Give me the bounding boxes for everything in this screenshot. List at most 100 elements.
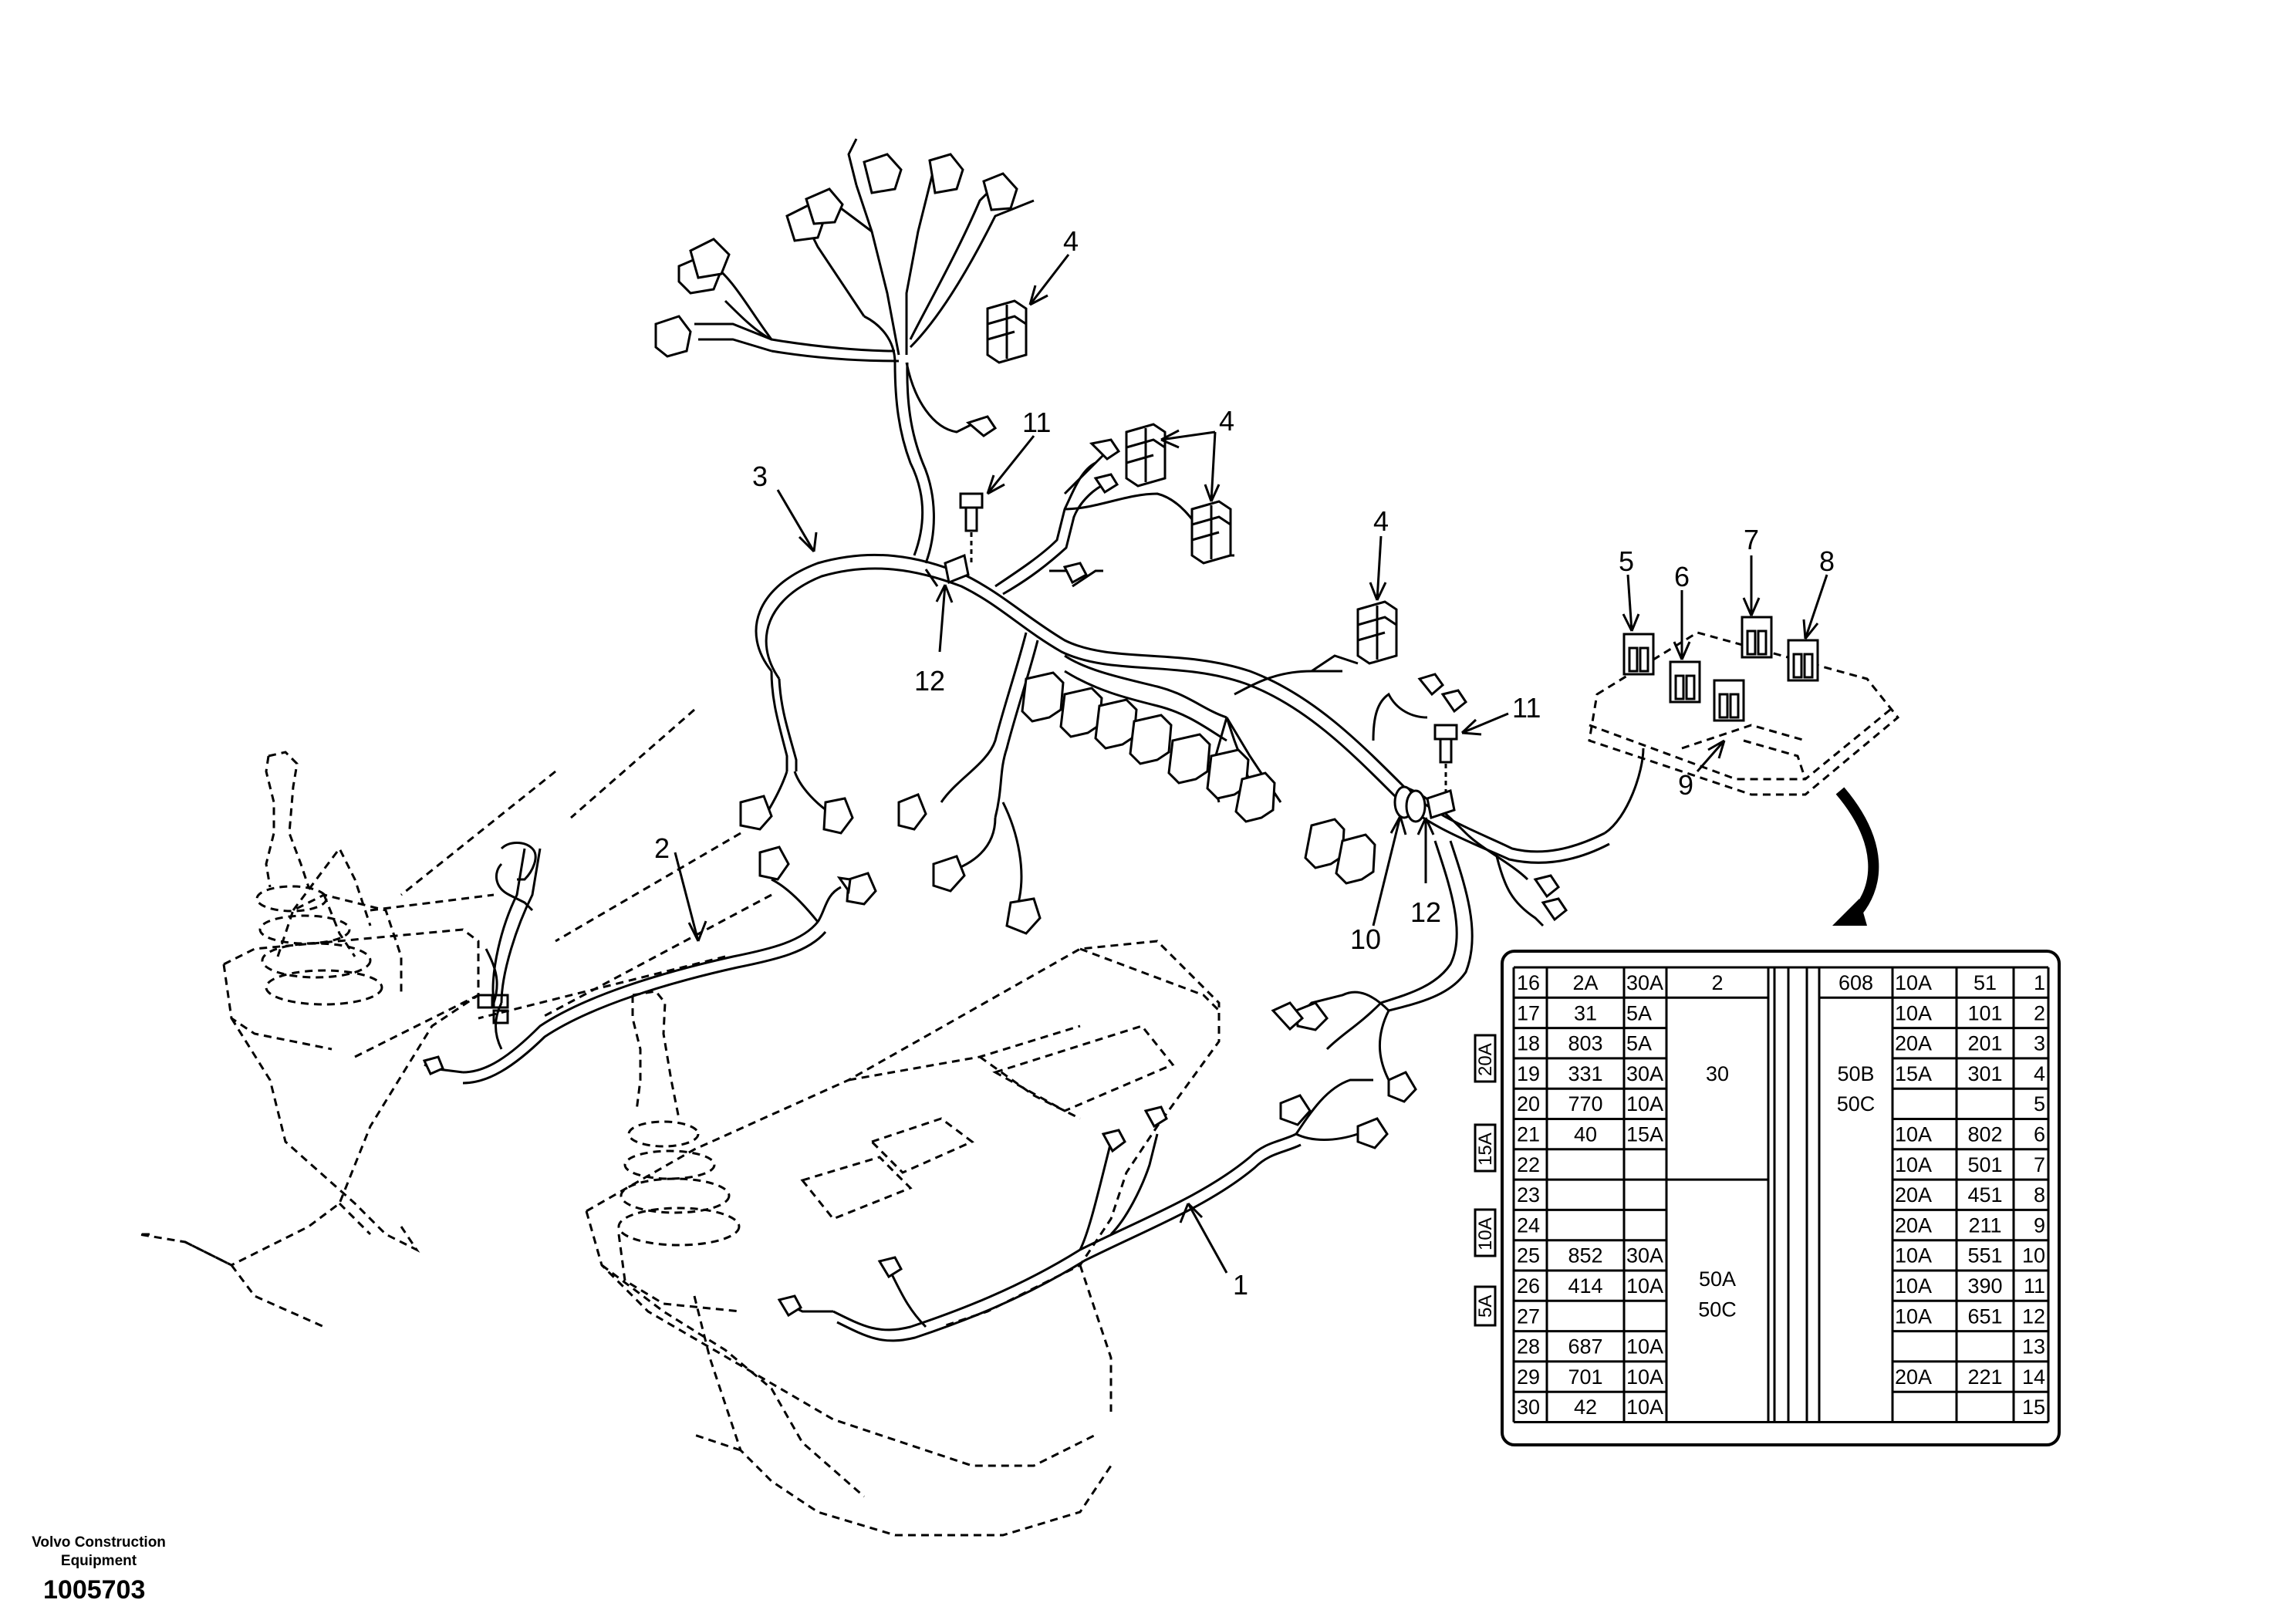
connector-plugs: [422, 153, 1568, 1318]
left-fuse-slot-number: 21: [1517, 1123, 1540, 1146]
callout-numbers: 1 2 3 4 4 4 5 6 7 8 9 10 11 11 12 12: [654, 225, 1835, 1301]
right-fuse-circuit-code: 551: [1967, 1244, 2002, 1267]
left-fuse-circuit-code: 701: [1568, 1365, 1602, 1389]
clamp-10: [1393, 785, 1427, 823]
right-fuse-circuit-code: 501: [1967, 1153, 2002, 1176]
bolt-11-upper: [959, 492, 984, 563]
left-fuse-circuit-code: 331: [1568, 1062, 1602, 1085]
left-control-console: [138, 708, 772, 1328]
clamp-12-upper: [924, 553, 970, 587]
right-fuse-amperage: 10A: [1895, 1274, 1932, 1298]
relay-low-label-2: 50C: [1698, 1298, 1737, 1321]
relay-blocks: [986, 299, 1398, 665]
left-fuse-amperage: 10A: [1626, 1092, 1663, 1115]
fuse-9: [1713, 679, 1745, 722]
fuse-7: [1741, 616, 1773, 659]
right-fuse-slot-number: 15: [2022, 1396, 2045, 1419]
left-fuse-amperage: 30A: [1626, 971, 1663, 994]
right-fuse-slot-number: 5: [2034, 1092, 2045, 1115]
left-fuse-slot-number: 20: [1517, 1092, 1540, 1115]
left-fuse-slot-number: 26: [1517, 1274, 1540, 1298]
connector-block-row: [1021, 671, 1376, 885]
right-fuse-amperage: 20A: [1895, 1183, 1932, 1207]
right-fuse-slot-number: 12: [2022, 1304, 2045, 1328]
left-fuse-amperage: 30A: [1626, 1062, 1663, 1085]
right-fuse-amperage: 10A: [1895, 1123, 1932, 1146]
right-fuse-circuit-code: 390: [1967, 1274, 2002, 1298]
left-fuse-slot-number: 17: [1517, 1001, 1540, 1024]
right-fuse-amperage: 10A: [1895, 1244, 1932, 1267]
left-fuse-slot-number: 23: [1517, 1183, 1540, 1207]
side-label-5A: 5A: [1475, 1295, 1496, 1318]
left-fuse-circuit-code: 770: [1568, 1092, 1602, 1115]
callout-10: 10: [1350, 923, 1381, 955]
left-fuse-amperage: 5A: [1626, 1032, 1652, 1055]
left-fuse-slot-number: 29: [1517, 1365, 1540, 1389]
left-fuse-slot-number: 30: [1517, 1396, 1540, 1419]
company-line-1: Volvo Construction: [32, 1534, 166, 1551]
left-fuse-slot-number: 24: [1517, 1213, 1540, 1237]
left-fuse-slot-number: 22: [1517, 1153, 1540, 1176]
left-fuse-amperage: 10A: [1626, 1396, 1663, 1419]
right-fuse-amperage: 10A: [1895, 1001, 1932, 1024]
left-fuse-amperage: 30A: [1626, 1244, 1663, 1267]
fuse-side-labels: 20A 15A 10A 5A: [1474, 1034, 1497, 1327]
relay-top-label: 2: [1711, 971, 1723, 994]
fuse-table-outer-border: [1501, 950, 2061, 1446]
right-fuse-amperage: 10A: [1895, 1153, 1932, 1176]
right-fuse-amperage: 20A: [1895, 1032, 1932, 1055]
right-fuse-circuit-code: 301: [1967, 1062, 2002, 1085]
main-mid-label-1: 50B: [1837, 1062, 1874, 1085]
left-fuse-amperage: 5A: [1626, 1001, 1652, 1024]
right-fuse-slot-number: 13: [2022, 1335, 2045, 1358]
right-fuse-slot-number: 2: [2034, 1001, 2045, 1024]
company-line-2: Equipment: [60, 1553, 137, 1569]
right-control-console: [585, 940, 1221, 1537]
callout-12-upper: 12: [914, 665, 945, 697]
right-joystick: [617, 990, 741, 1313]
callout-4-mid: 4: [1219, 405, 1234, 437]
callout-leaders: [674, 254, 1828, 1274]
right-fuse-slot-number: 6: [2034, 1123, 2045, 1146]
right-fuse-circuit-code: 211: [1968, 1213, 2001, 1237]
callout-2: 2: [654, 832, 670, 864]
right-fuse-amperage: 20A: [1895, 1365, 1932, 1389]
left-fuse-slot-number: 25: [1517, 1244, 1540, 1267]
right-fuse-amperage: 15A: [1895, 1062, 1932, 1085]
left-fuse-slot-number: 16: [1517, 971, 1540, 994]
callout-8: 8: [1819, 545, 1835, 577]
callout-11-upper: 11: [1022, 407, 1051, 438]
main-harness: [424, 138, 1645, 1342]
callout-12-lower: 12: [1410, 896, 1441, 928]
right-fuse-amperage: 10A: [1895, 1304, 1932, 1328]
callout-6: 6: [1674, 561, 1690, 592]
left-fuse-circuit-code: 40: [1574, 1123, 1597, 1146]
left-fuse-amperage: 10A: [1626, 1365, 1663, 1389]
bolts-and-clamps: [924, 492, 1458, 823]
right-fuse-circuit-code: 101: [1967, 1001, 2002, 1024]
callout-1: 1: [1233, 1269, 1248, 1301]
left-fuse-slot-number: 28: [1517, 1335, 1540, 1358]
relay-block-top: [986, 299, 1028, 364]
callout-9: 9: [1678, 769, 1693, 801]
callout-5: 5: [1619, 545, 1634, 577]
fuse-6: [1669, 660, 1701, 704]
right-fuse-circuit-code: 51: [1974, 971, 1997, 994]
callout-11-lower: 11: [1512, 692, 1541, 724]
right-fuse-slot-number: 1: [2034, 971, 2045, 994]
bolt-11-lower: [1433, 724, 1458, 795]
right-fuse-slot-number: 7: [2034, 1153, 2045, 1176]
relay-block-right: [1356, 600, 1398, 665]
right-fuse-slot-number: 3: [2034, 1032, 2045, 1055]
relay-mid-label: 30: [1706, 1062, 1729, 1085]
relay-block-mid-2: [1190, 500, 1232, 565]
right-fuse-circuit-code: 451: [1967, 1183, 2002, 1207]
side-label-10A: 10A: [1475, 1217, 1496, 1250]
left-fuse-circuit-code: 42: [1574, 1396, 1597, 1419]
left-fuse-slot-number: 18: [1517, 1032, 1540, 1055]
left-fuse-circuit-code: 31: [1574, 1001, 1597, 1024]
right-fuse-circuit-code: 201: [1967, 1032, 2002, 1055]
